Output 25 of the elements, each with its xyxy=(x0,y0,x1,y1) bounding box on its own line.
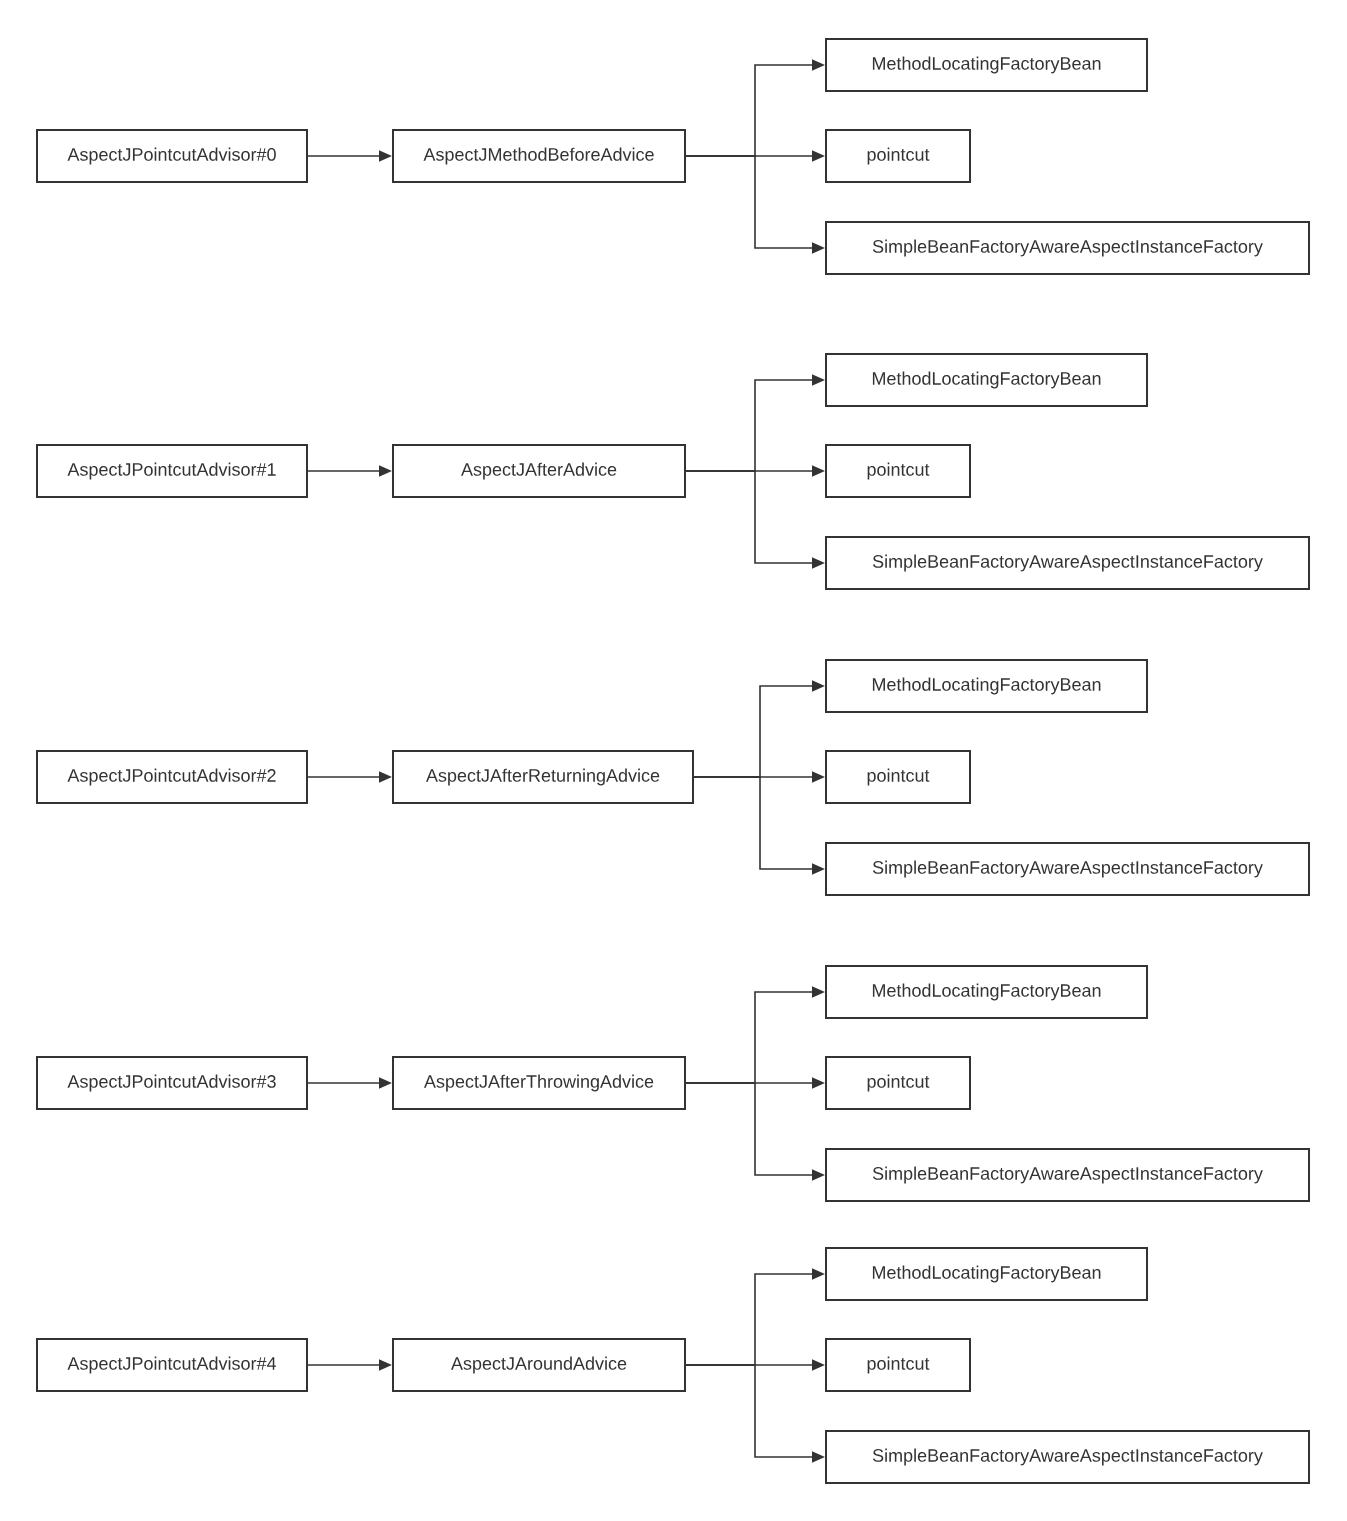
class-box: AspectJPointcutAdvisor#3 xyxy=(36,1056,308,1110)
class-box: pointcut xyxy=(825,129,971,183)
class-box: AspectJPointcutAdvisor#1 xyxy=(36,444,308,498)
class-box: AspectJPointcutAdvisor#4 xyxy=(36,1338,308,1392)
class-box: AspectJPointcutAdvisor#2 xyxy=(36,750,308,804)
class-box: pointcut xyxy=(825,750,971,804)
class-box: SimpleBeanFactoryAwareAspectInstanceFactory xyxy=(825,842,1310,896)
class-box: MethodLocatingFactoryBean xyxy=(825,659,1148,713)
class-box: AspectJMethodBeforeAdvice xyxy=(392,129,686,183)
class-box: pointcut xyxy=(825,1338,971,1392)
class-box: AspectJAroundAdvice xyxy=(392,1338,686,1392)
class-box: pointcut xyxy=(825,444,971,498)
class-box: MethodLocatingFactoryBean xyxy=(825,1247,1148,1301)
class-box: AspectJAfterReturningAdvice xyxy=(392,750,694,804)
class-box: pointcut xyxy=(825,1056,971,1110)
class-box: AspectJPointcutAdvisor#0 xyxy=(36,129,308,183)
class-box: SimpleBeanFactoryAwareAspectInstanceFactory xyxy=(825,221,1310,275)
class-box: SimpleBeanFactoryAwareAspectInstanceFactory xyxy=(825,1148,1310,1202)
class-box: SimpleBeanFactoryAwareAspectInstanceFactory xyxy=(825,536,1310,590)
class-box: MethodLocatingFactoryBean xyxy=(825,965,1148,1019)
class-box: MethodLocatingFactoryBean xyxy=(825,38,1148,92)
class-box: MethodLocatingFactoryBean xyxy=(825,353,1148,407)
class-box: AspectJAfterAdvice xyxy=(392,444,686,498)
class-box: AspectJAfterThrowingAdvice xyxy=(392,1056,686,1110)
class-box: SimpleBeanFactoryAwareAspectInstanceFactory xyxy=(825,1430,1310,1484)
